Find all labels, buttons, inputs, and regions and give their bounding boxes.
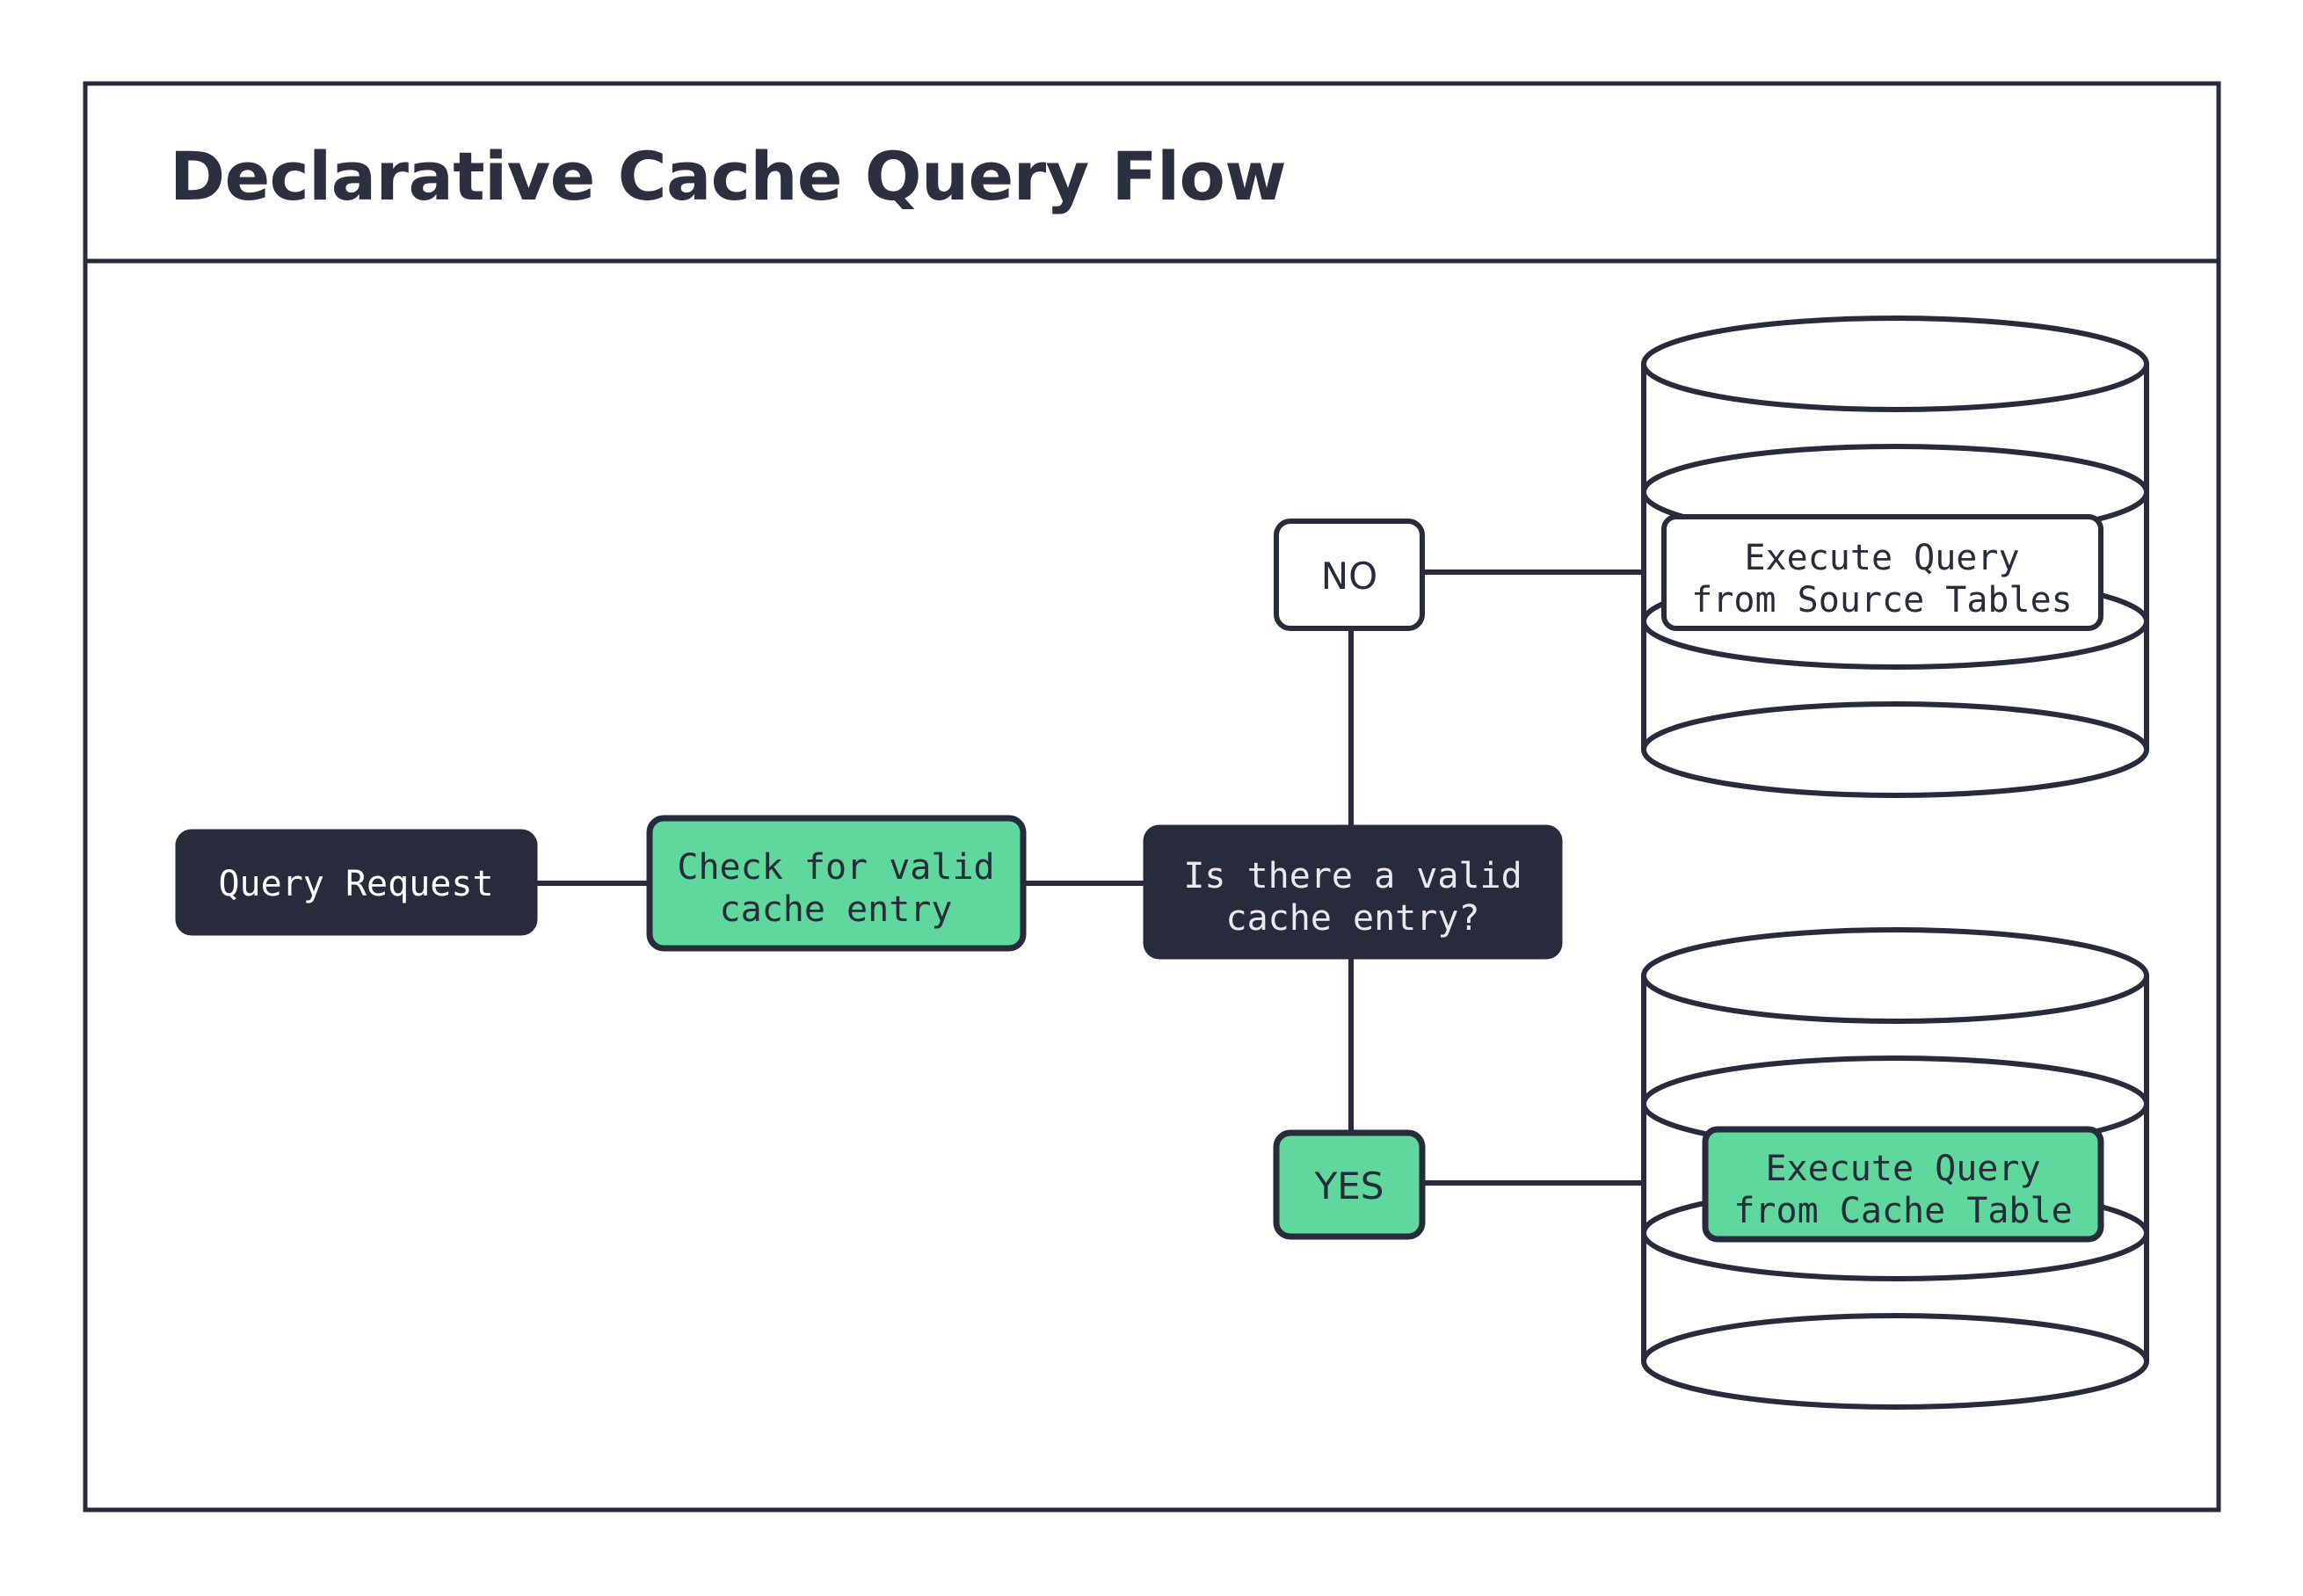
node-decision-line2: cache entry? <box>1226 898 1480 939</box>
cache-cylinder-disc-4 <box>1641 1313 2149 1410</box>
node-cache-table-line1: Execute Query <box>1765 1149 2040 1189</box>
node-cache-table-line2: from Cache Table <box>1733 1191 2072 1231</box>
cylinder-disc-1 <box>1641 316 2149 412</box>
node-source-tables-line2: from Source Tables <box>1691 580 2072 620</box>
edge-label-no[interactable]: NO <box>1274 519 1425 631</box>
node-source-tables[interactable]: Execute Query from Source Tables <box>1661 514 2103 631</box>
node-source-tables-line1: Execute Query <box>1744 538 2019 578</box>
edge-label-yes[interactable]: YES <box>1273 1129 1426 1240</box>
node-check-cache-line1: Check for valid <box>677 847 994 888</box>
node-decision-line1: Is there a valid <box>1183 856 1522 896</box>
node-check-cache-line2: cache entry <box>720 889 953 930</box>
page-title: Declarative Cache Query Flow <box>170 137 1286 215</box>
node-query-request-label: Query Request <box>218 864 493 904</box>
cache-cylinder-disc-1 <box>1641 927 2149 1024</box>
node-check-cache[interactable]: Check for valid cache entry <box>646 815 1027 952</box>
node-cache-table[interactable]: Execute Query from Cache Table <box>1702 1126 2104 1243</box>
node-decision[interactable]: Is there a valid cache entry? <box>1143 824 1563 960</box>
edge-label-yes-text: YES <box>1314 1164 1384 1208</box>
cylinder-disc-4 <box>1641 701 2149 798</box>
diagram-frame <box>83 81 2221 1513</box>
edge-label-no-text: NO <box>1321 555 1377 598</box>
node-query-request[interactable]: Query Request <box>175 829 538 936</box>
